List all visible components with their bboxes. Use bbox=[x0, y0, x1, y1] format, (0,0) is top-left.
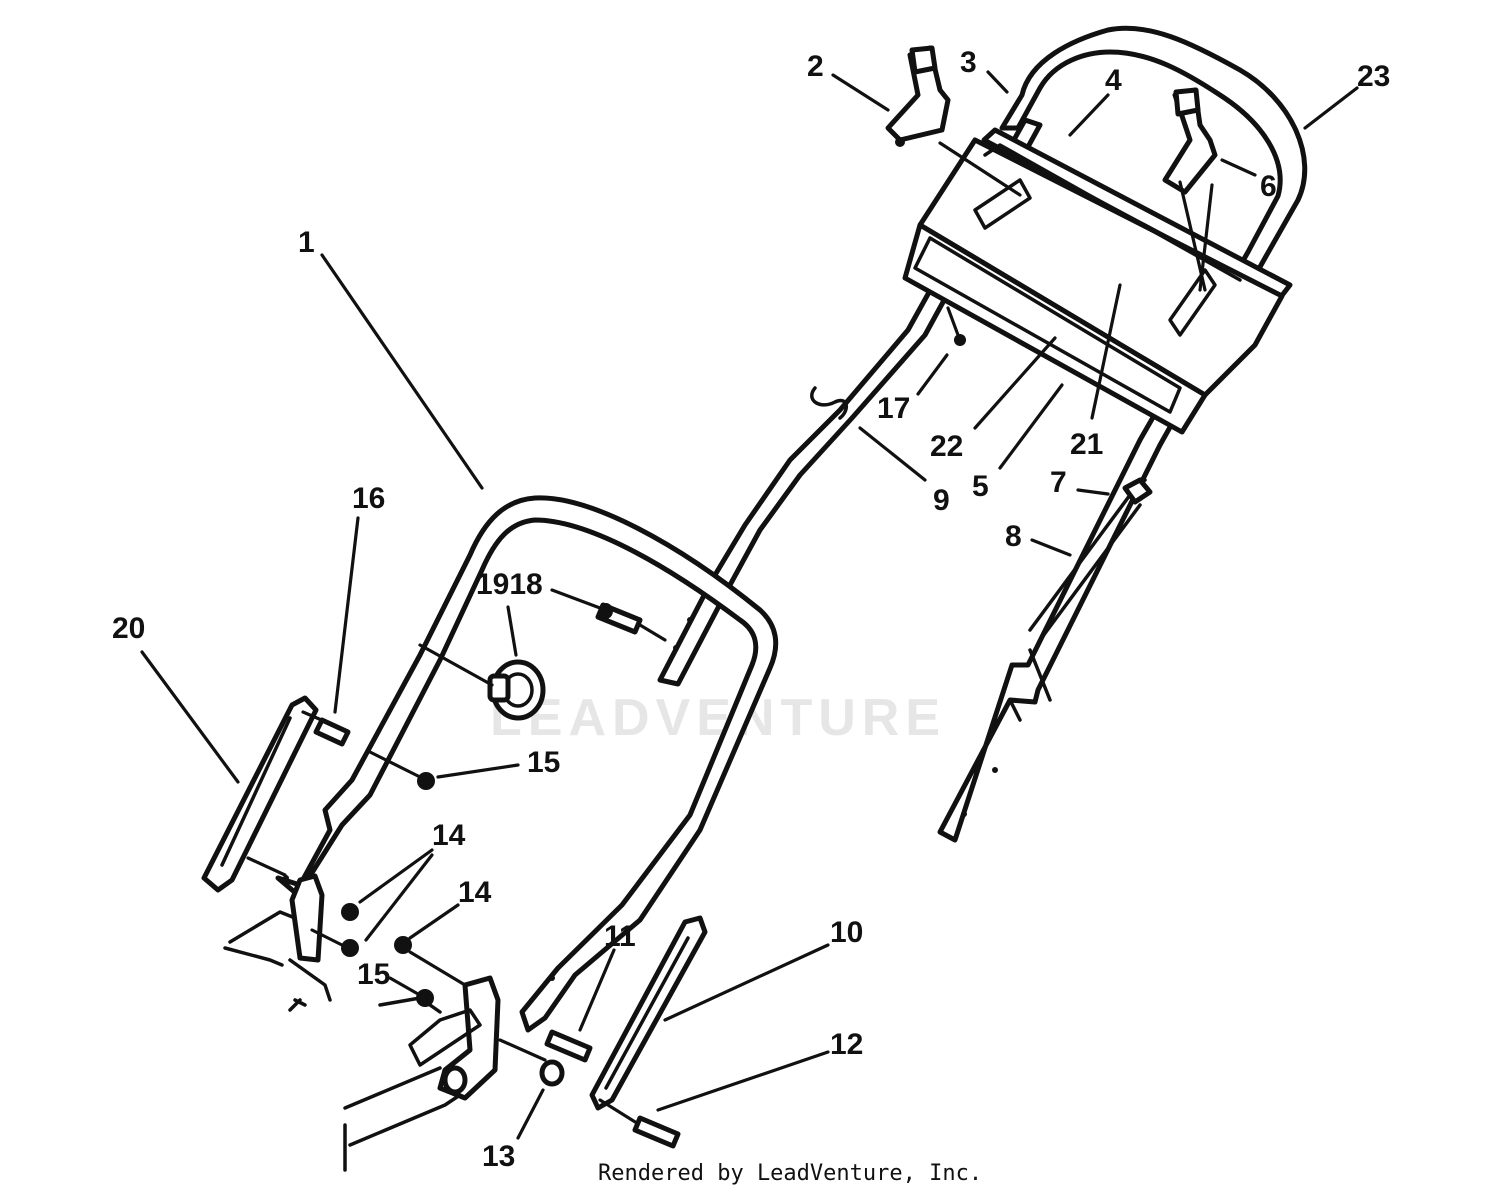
deck-bracket bbox=[223, 873, 501, 1172]
callout-15-a: 15 bbox=[527, 746, 560, 779]
callout-21: 21 bbox=[1070, 428, 1103, 461]
nut-13 bbox=[539, 1059, 565, 1087]
handle-brace-left bbox=[201, 695, 351, 893]
callout-22: 22 bbox=[930, 430, 963, 463]
callout-12: 12 bbox=[830, 1028, 863, 1061]
upper-handle bbox=[657, 25, 1308, 843]
callout-1918: 1918 bbox=[476, 568, 543, 601]
callout-1: 1 bbox=[298, 226, 315, 259]
callout-16: 16 bbox=[352, 482, 385, 515]
callout-3: 3 bbox=[960, 46, 977, 79]
control-lever-right bbox=[1162, 87, 1218, 195]
callout-4: 4 bbox=[1105, 64, 1122, 97]
footer-credit: Rendered by LeadVenture, Inc. bbox=[598, 1161, 982, 1186]
handle-brace-right bbox=[589, 915, 708, 1111]
callout-17: 17 bbox=[877, 392, 910, 425]
callout-5: 5 bbox=[972, 470, 989, 503]
callout-23: 23 bbox=[1357, 60, 1390, 93]
bolt-11 bbox=[544, 1029, 593, 1063]
callout-8: 8 bbox=[1005, 520, 1022, 553]
bolt-12 bbox=[632, 1115, 681, 1149]
callout-labels: 1 2 3 4 5 6 7 8 9 10 11 12 13 14 14 15 1… bbox=[112, 46, 1390, 1173]
callout-2: 2 bbox=[807, 50, 824, 83]
callout-14-b: 14 bbox=[458, 876, 492, 909]
callout-9: 9 bbox=[933, 484, 950, 517]
cable-clip bbox=[810, 386, 848, 420]
callout-7: 7 bbox=[1050, 466, 1067, 499]
watermark: LEADVENTURE bbox=[490, 689, 946, 747]
callout-20: 20 bbox=[112, 612, 145, 645]
callout-11: 11 bbox=[604, 920, 636, 953]
carriage-bolt-18 bbox=[595, 602, 667, 642]
callout-10: 10 bbox=[830, 916, 863, 949]
control-lever-left bbox=[885, 45, 951, 147]
hardware bbox=[310, 306, 966, 1149]
control-cable bbox=[1028, 477, 1153, 642]
leader-lines bbox=[140, 70, 1359, 1140]
callout-14-a: 14 bbox=[432, 819, 466, 852]
callout-13: 13 bbox=[482, 1140, 515, 1173]
callout-15-b: 15 bbox=[357, 958, 390, 991]
callout-6: 6 bbox=[1260, 170, 1277, 203]
handle-knob bbox=[418, 643, 546, 721]
